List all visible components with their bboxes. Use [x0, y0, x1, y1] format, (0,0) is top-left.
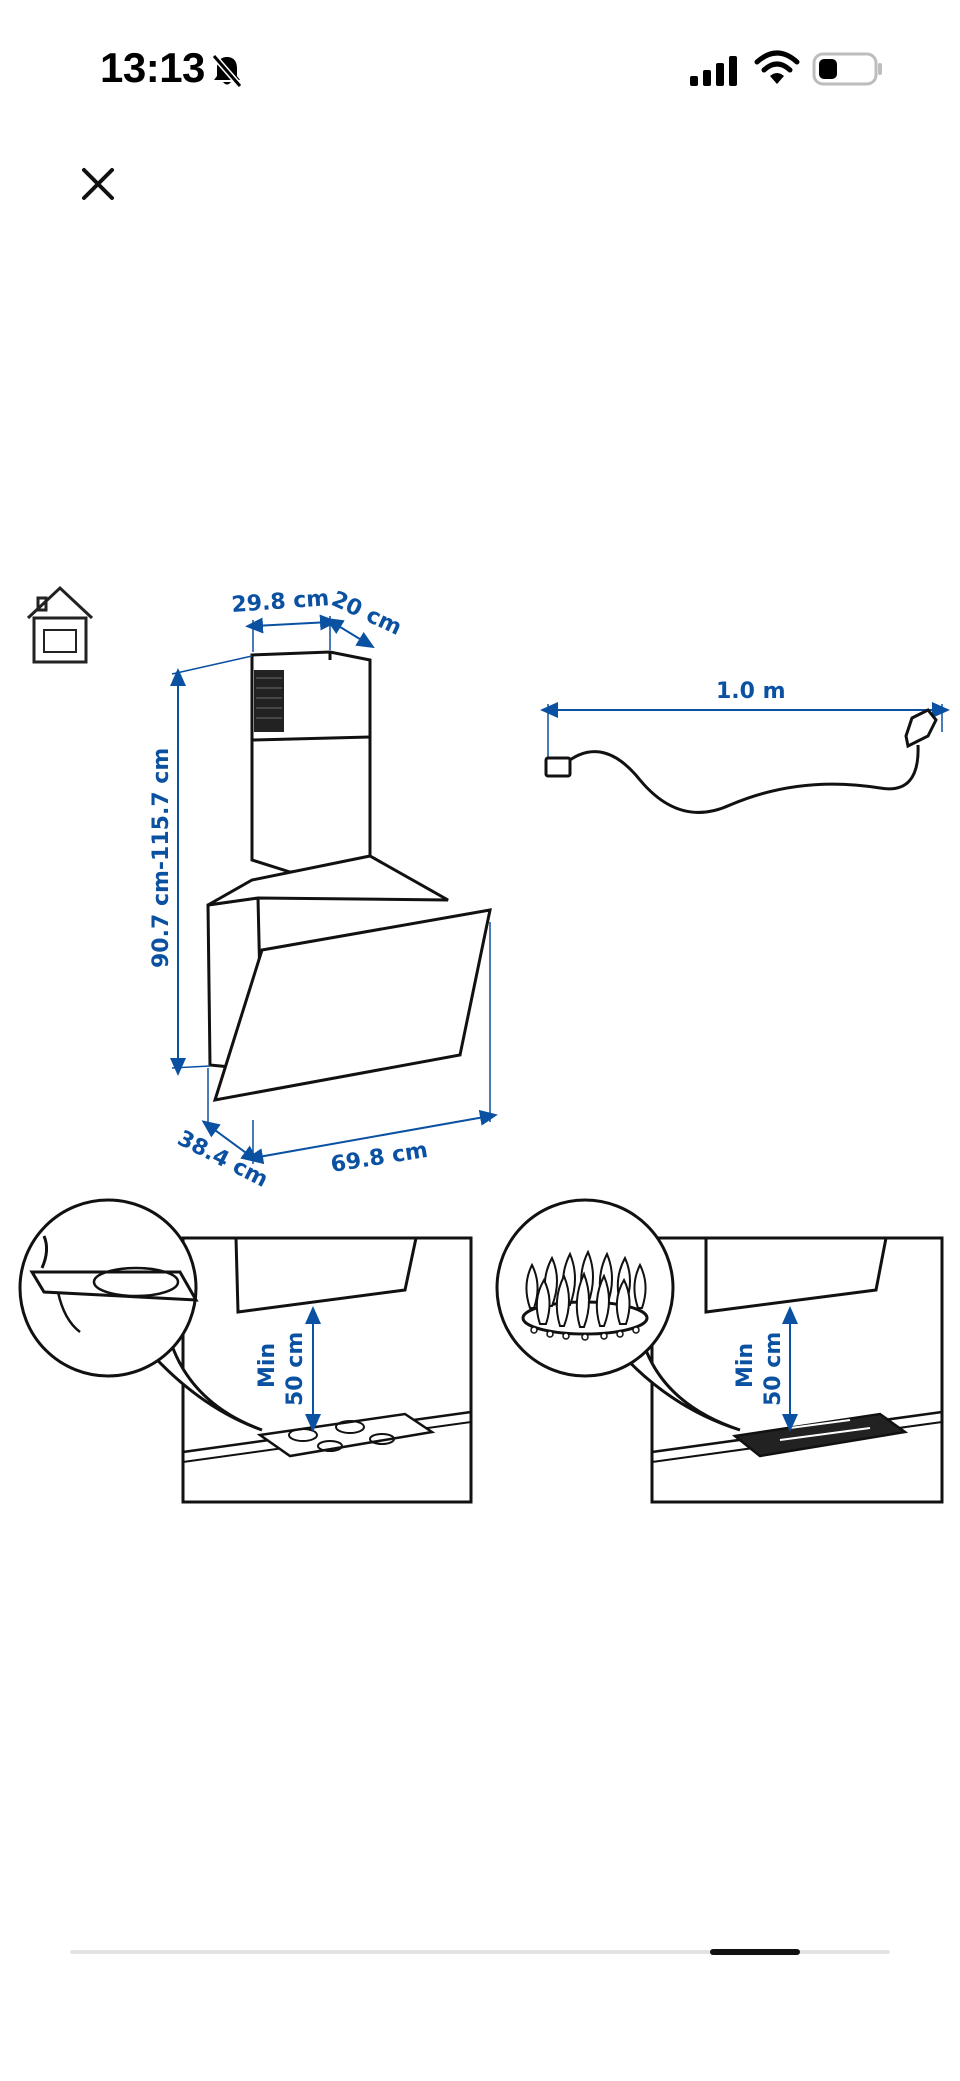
cellular-signal-icon [690, 56, 737, 86]
electric-min-label: Min [255, 1343, 280, 1388]
gas-flames [525, 1249, 647, 1328]
horizontal-scroll-thumb[interactable] [710, 1949, 800, 1955]
battery-icon [812, 52, 882, 86]
chimney-vent-grille [256, 677, 282, 719]
dimension-height: 90.7 cm-115.7 cm [149, 748, 174, 968]
dimension-width: 69.8 cm [329, 1138, 430, 1178]
status-bar: 13:13 [0, 0, 960, 140]
wifi-icon [754, 50, 800, 84]
gas-burner-holes [530, 1326, 640, 1341]
gas-min-label: Min [733, 1343, 758, 1388]
house-ventilation-icon [26, 585, 94, 664]
electric-cooktop-installation: Min 50 cm [18, 1198, 473, 1504]
status-time: 13:13 [100, 44, 205, 91]
product-dimension-drawing: 29.8 cm 20 cm 90.7 cm-115.7 cm 38.4 cm 6… [18, 585, 950, 1504]
close-button[interactable] [66, 152, 130, 216]
power-cable [540, 702, 950, 814]
dimension-cable-length: 1.0 m [716, 679, 786, 704]
close-icon [82, 168, 114, 200]
dimension-chimney-depth: 20 cm [327, 587, 405, 641]
bell-slash-icon [211, 54, 243, 88]
hood-canopy [206, 854, 492, 1102]
electric-distance-label: 50 cm [283, 1332, 308, 1406]
hood-chimney [250, 650, 372, 874]
gas-distance-label: 50 cm [761, 1332, 786, 1406]
horizontal-scroll-track[interactable] [70, 1950, 890, 1954]
gas-cooktop-installation: Min 50 cm [495, 1198, 944, 1504]
dimension-chimney-width: 29.8 cm [231, 586, 330, 618]
